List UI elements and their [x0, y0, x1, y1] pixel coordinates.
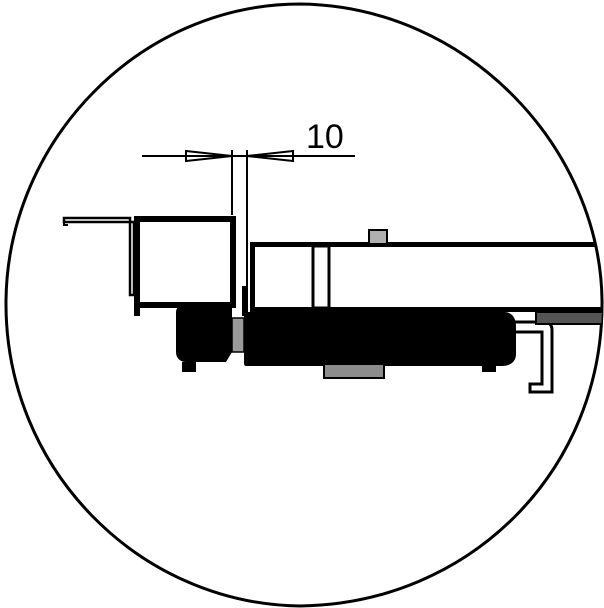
rail-body — [250, 242, 603, 312]
top-stud — [368, 229, 388, 245]
clamp-plate — [242, 286, 248, 316]
bolt-foot-right — [482, 362, 496, 372]
flashing-profile — [62, 216, 136, 297]
rail-web — [311, 244, 331, 310]
j-clip — [510, 320, 554, 394]
detail-circle — [4, 2, 604, 608]
dimension-arrow-left — [185, 149, 233, 163]
flashing-lip — [63, 218, 68, 226]
dimension-arrow-right — [246, 149, 294, 163]
bolt-foot-center — [323, 363, 385, 379]
box-section-left-inner-lip — [134, 295, 140, 316]
gasket — [231, 317, 245, 353]
lower-rail-main — [244, 312, 516, 366]
lower-rail-left — [176, 304, 232, 362]
dimension-value: 10 — [306, 118, 344, 156]
bolt-foot-left — [182, 362, 196, 372]
box-section-left — [134, 216, 236, 308]
edge-strip — [535, 311, 603, 325]
